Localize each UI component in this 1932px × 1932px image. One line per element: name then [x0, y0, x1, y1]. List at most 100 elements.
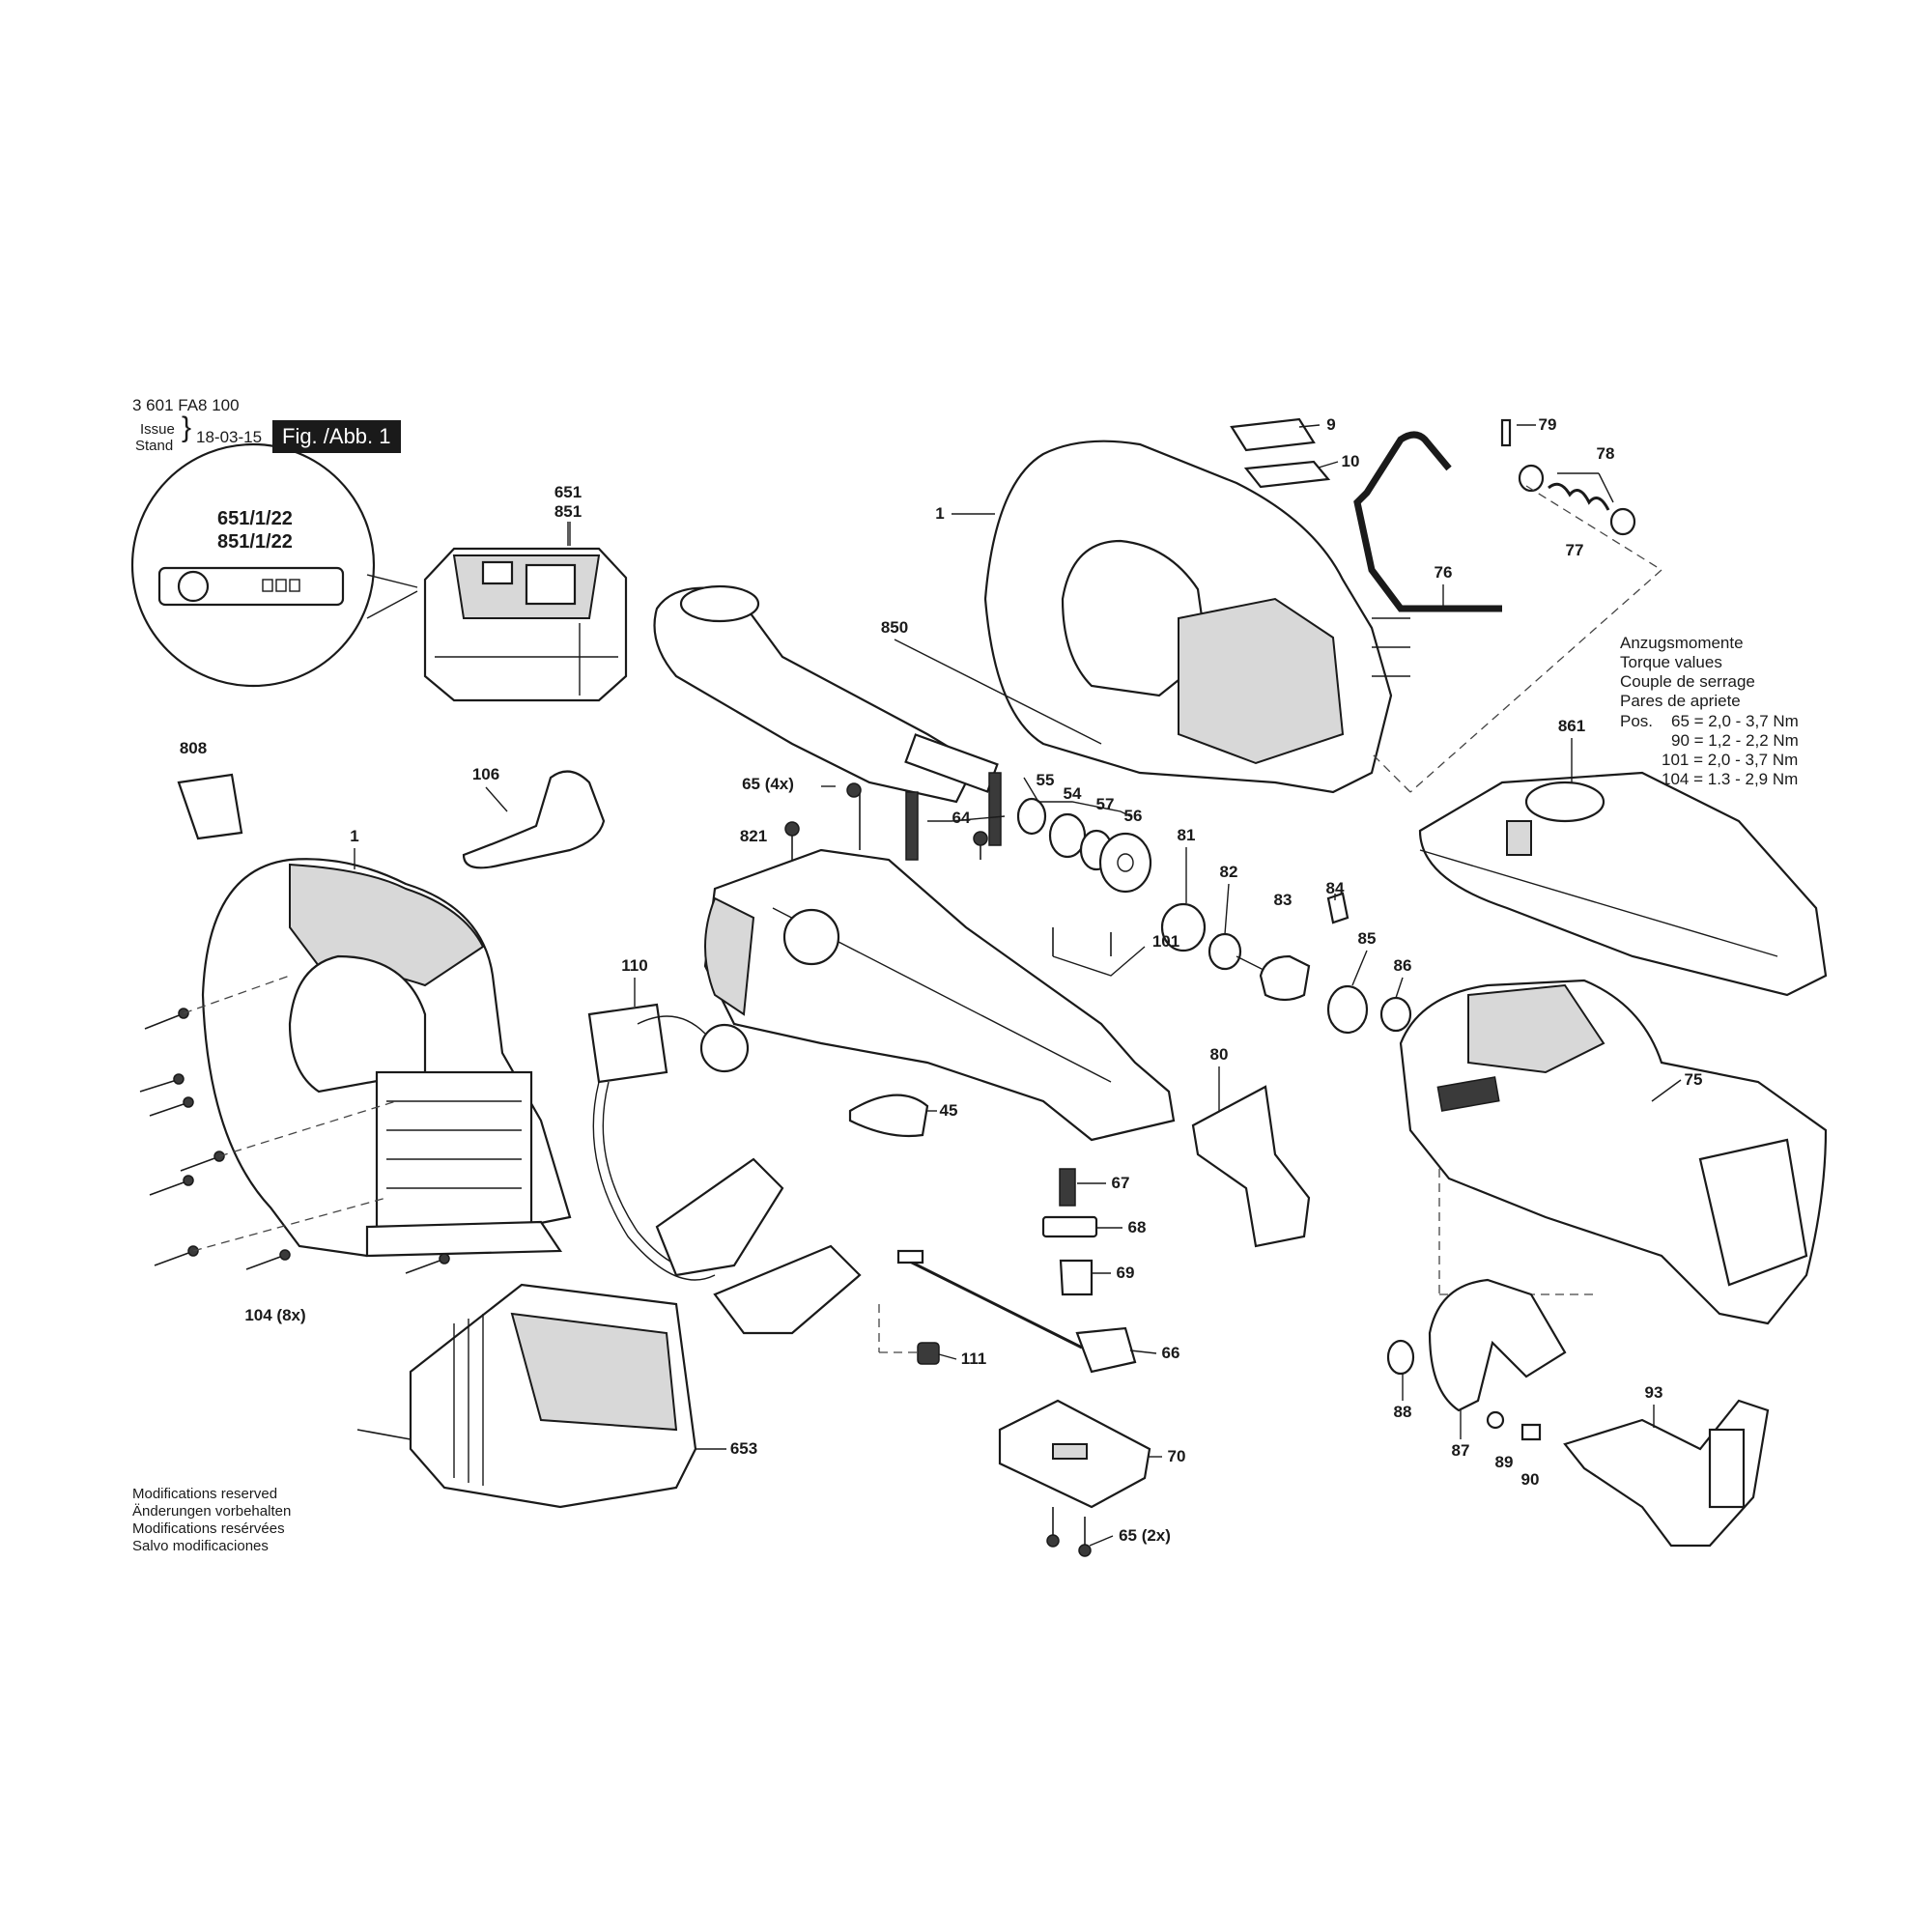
torque-title-en: Torque values	[1620, 653, 1722, 671]
callout-80: 80	[1209, 1045, 1229, 1064]
callout-110: 110	[621, 956, 648, 975]
torque-pos-number: 101 =	[1662, 751, 1704, 769]
callout-90: 90	[1520, 1470, 1540, 1489]
callout-104: 104 (8x)	[244, 1306, 306, 1324]
torque-title-fr: Couple de serrage	[1620, 672, 1755, 691]
callout-1-left: 1	[350, 827, 359, 845]
callout-851: 851	[554, 502, 582, 521]
callout-83: 83	[1273, 891, 1293, 909]
torque-row: 65 = 2,0 - 3,7 Nm	[1671, 712, 1799, 731]
torque-pos-number: 104 =	[1662, 770, 1704, 788]
notice-fr: Modifications resérvées	[132, 1520, 285, 1537]
battery-label-detail	[130, 442, 418, 688]
slider-66-illustration	[896, 1249, 1137, 1374]
callout-65-2x: 65 (2x)	[1119, 1526, 1171, 1545]
callout-85: 85	[1357, 929, 1377, 948]
callout-77: 77	[1565, 541, 1584, 559]
battery-pack-illustration	[423, 522, 628, 702]
callout-1-right: 1	[935, 504, 945, 523]
callout-70: 70	[1167, 1447, 1186, 1465]
torque-value: 2,0 - 3,7 Nm	[1707, 751, 1799, 769]
torque-row: 90 = 1,2 - 2,2 Nm	[1671, 731, 1799, 751]
blade-clamp-93-illustration	[1563, 1399, 1770, 1548]
shoe-plate-70-illustration	[998, 1399, 1151, 1557]
torque-title-es: Pares de apriete	[1620, 692, 1741, 710]
callout-9: 9	[1326, 415, 1336, 434]
bracket-80-illustration	[1191, 1085, 1311, 1248]
callout-57: 57	[1095, 795, 1115, 813]
torque-row: 101 = 2,0 - 3,7 Nm	[1662, 751, 1798, 770]
torque-row: Pos.	[1620, 712, 1653, 731]
wiring-harness-illustration	[587, 1003, 862, 1335]
housing-half-left-illustration	[201, 858, 572, 1258]
rings-55-57-illustration	[1016, 777, 1152, 894]
callout-76: 76	[1434, 563, 1453, 582]
housing-half-right-illustration	[983, 440, 1410, 794]
brace-glyph: }	[182, 412, 192, 443]
callout-75: 75	[1684, 1070, 1703, 1089]
switch-parts-illustration	[1041, 1168, 1098, 1296]
top-cover-861-illustration	[1418, 771, 1828, 997]
torque-value: 2,0 - 3,7 Nm	[1708, 712, 1799, 730]
callout-86: 86	[1393, 956, 1412, 975]
notice-de: Änderungen vorbehalten	[132, 1503, 292, 1520]
callout-82: 82	[1219, 863, 1238, 881]
springs-64-illustration	[905, 772, 1006, 861]
stand-label: Stand	[135, 438, 174, 454]
callout-79: 79	[1538, 415, 1557, 434]
callout-653: 653	[729, 1439, 758, 1458]
callout-69: 69	[1116, 1264, 1135, 1282]
callout-88: 88	[1393, 1403, 1412, 1421]
charger-illustration	[356, 1283, 697, 1509]
torque-title-de: Anzugsmomente	[1620, 634, 1744, 652]
issue-label: Issue	[140, 421, 175, 438]
figure-label: Fig. /Abb. 1	[272, 420, 401, 453]
front-parts-illustration	[1386, 1278, 1567, 1441]
sticker-9-illustration	[1230, 417, 1316, 452]
detail-label-line1: 651/1/22	[217, 508, 293, 529]
model-number: 3 601 FA8 100	[132, 396, 240, 414]
torque-value: 1,2 - 2,2 Nm	[1708, 731, 1799, 750]
pin-spring-illustration	[1500, 418, 1636, 536]
callout-93: 93	[1644, 1383, 1663, 1402]
torque-row: 104 = 1.3 - 2,9 Nm	[1662, 770, 1798, 789]
gearbox-850-illustration	[653, 584, 999, 804]
callout-67: 67	[1111, 1174, 1130, 1192]
callout-84: 84	[1325, 879, 1345, 897]
sticker-10-illustration	[1243, 460, 1331, 489]
front-housing-75-illustration	[1399, 979, 1828, 1325]
bearing-parts-illustration	[1160, 892, 1412, 1035]
callout-56: 56	[1123, 807, 1143, 825]
callout-101: 101	[1151, 932, 1180, 951]
notice-es: Salvo modificaciones	[132, 1538, 269, 1554]
callout-821: 821	[739, 827, 768, 845]
callout-64: 64	[952, 809, 971, 827]
callout-45: 45	[939, 1101, 958, 1120]
screws-104-illustration	[139, 975, 450, 1274]
detail-label-line2: 851/1/22	[217, 531, 293, 553]
callout-81: 81	[1177, 826, 1196, 844]
callout-54: 54	[1063, 784, 1082, 803]
callout-78: 78	[1596, 444, 1615, 463]
torque-pos-number: 90 =	[1671, 731, 1704, 750]
gear-housing-821-illustration	[703, 792, 1176, 1142]
notice-en: Modifications reserved	[132, 1486, 278, 1502]
torque-value: 1.3 - 2,9 Nm	[1707, 770, 1799, 788]
torque-pos-number: 65 =	[1671, 712, 1704, 730]
callout-111: 111	[960, 1350, 987, 1368]
callout-66: 66	[1161, 1344, 1180, 1362]
callout-68: 68	[1127, 1218, 1147, 1236]
callout-808: 808	[179, 739, 208, 757]
screws-65-illustration	[784, 782, 988, 846]
cap-45-illustration	[848, 1094, 929, 1138]
hook-76-illustration	[1353, 431, 1502, 612]
issue-date: 18-03-15	[196, 428, 263, 446]
torque-pos-label: Pos.	[1620, 712, 1654, 730]
label-808-illustration	[177, 773, 243, 840]
callout-850: 850	[880, 618, 909, 637]
callout-861: 861	[1557, 717, 1586, 735]
screw-111-illustration	[878, 1304, 940, 1365]
callout-106: 106	[471, 765, 500, 783]
callout-87: 87	[1451, 1441, 1470, 1460]
